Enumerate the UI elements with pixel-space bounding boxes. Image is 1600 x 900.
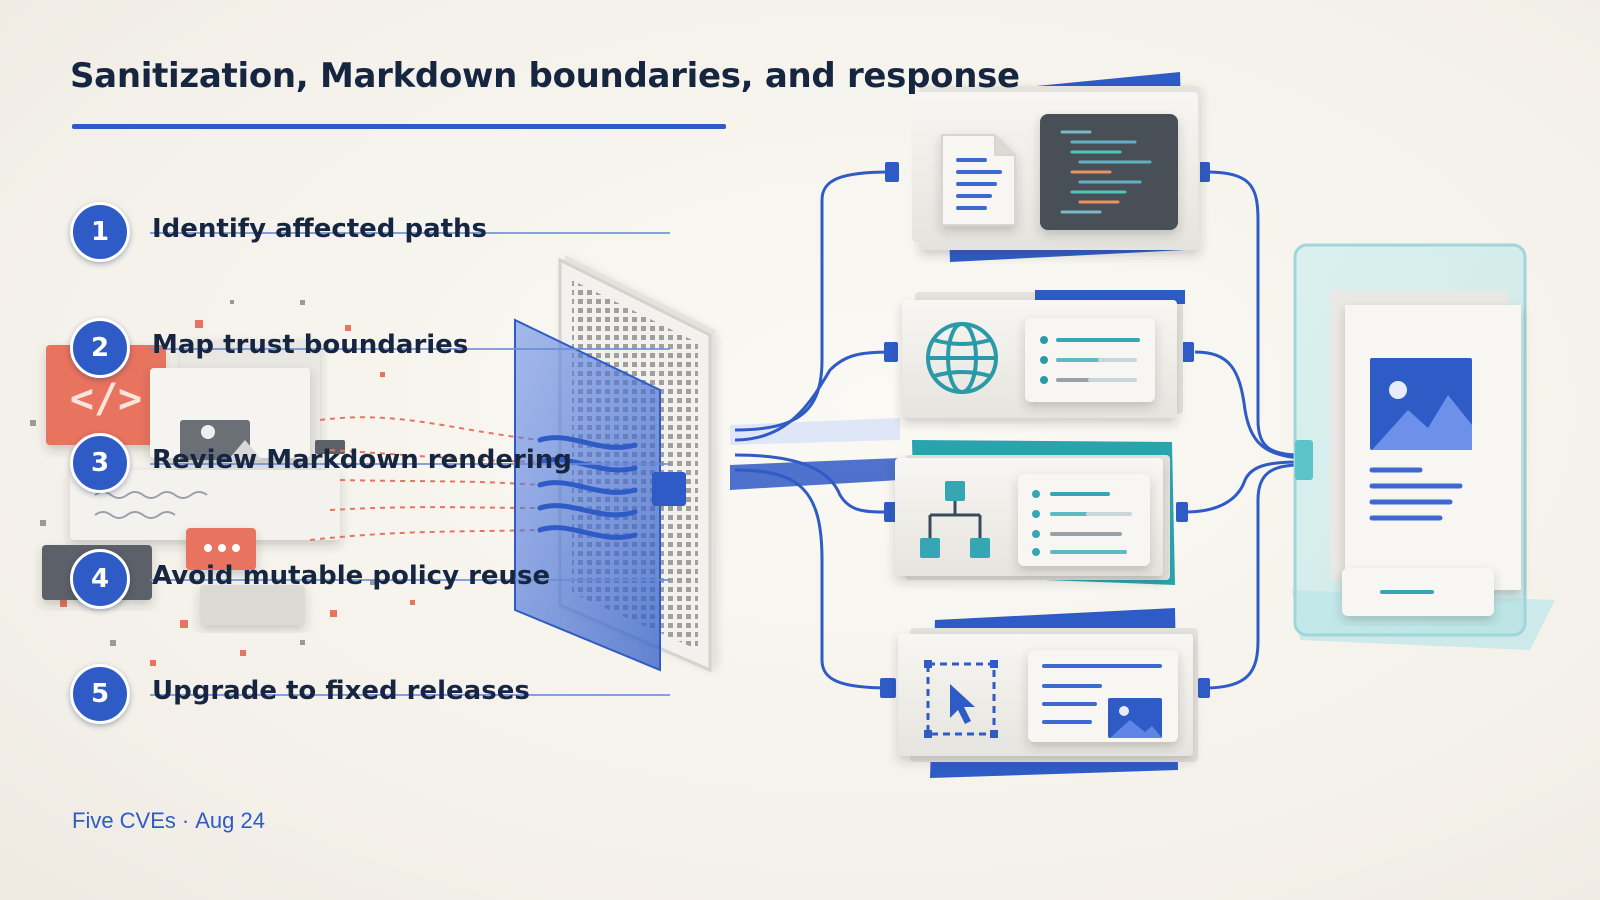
title-underline bbox=[72, 124, 726, 129]
step-5: 5 Upgrade to fixed releases bbox=[70, 664, 672, 724]
image-article-icon bbox=[1028, 650, 1178, 742]
footer-date: Aug 24 bbox=[195, 808, 265, 833]
sanitization-filter bbox=[514, 255, 900, 673]
card-hierarchy-list bbox=[895, 440, 1175, 585]
step-4: 4 Avoid mutable policy reuse bbox=[70, 549, 672, 609]
code-editor-icon bbox=[1040, 114, 1178, 230]
list-icon bbox=[1018, 474, 1150, 566]
page-title: Sanitization, Markdown boundaries, and r… bbox=[70, 56, 1020, 96]
output-display bbox=[1292, 243, 1555, 650]
card-document-code bbox=[912, 72, 1200, 262]
image-icon bbox=[1370, 358, 1472, 450]
step-label: Identify affected paths bbox=[152, 214, 488, 244]
step-connector-line bbox=[150, 348, 670, 350]
step-number-badge: 2 bbox=[70, 318, 130, 378]
step-connector-line bbox=[150, 232, 670, 234]
data-stream bbox=[309, 416, 541, 541]
document-icon bbox=[941, 134, 1016, 226]
globe-icon bbox=[926, 322, 998, 394]
step-connector-line bbox=[150, 694, 670, 696]
particles bbox=[30, 300, 415, 666]
step-label: Avoid mutable policy reuse bbox=[152, 561, 551, 591]
step-number-badge: 5 bbox=[70, 664, 130, 724]
step-connector-line bbox=[150, 579, 670, 581]
footer-separator: · bbox=[181, 808, 190, 833]
connectors bbox=[734, 170, 1301, 690]
code-icon: </> bbox=[70, 376, 142, 422]
step-number-badge: 4 bbox=[70, 549, 130, 609]
card-globe-list bbox=[902, 290, 1185, 418]
step-2: 2 Map trust boundaries bbox=[70, 318, 672, 378]
step-label: Review Markdown rendering bbox=[152, 445, 572, 475]
footer-caption: Five CVEs·Aug 24 bbox=[72, 808, 265, 834]
step-3: 3 Review Markdown rendering bbox=[70, 433, 672, 493]
step-number-badge: 3 bbox=[70, 433, 130, 493]
footer-source: Five CVEs bbox=[72, 808, 176, 833]
step-connector-line bbox=[150, 463, 670, 465]
step-1: 1 Identify affected paths bbox=[70, 202, 672, 262]
list-icon bbox=[1025, 318, 1155, 402]
step-label: Upgrade to fixed releases bbox=[152, 676, 530, 706]
cursor-selection-icon bbox=[924, 660, 998, 738]
card-cursor-article bbox=[898, 608, 1198, 778]
step-number-badge: 1 bbox=[70, 202, 130, 262]
hierarchy-icon bbox=[920, 481, 990, 558]
step-label: Map trust boundaries bbox=[152, 330, 469, 360]
